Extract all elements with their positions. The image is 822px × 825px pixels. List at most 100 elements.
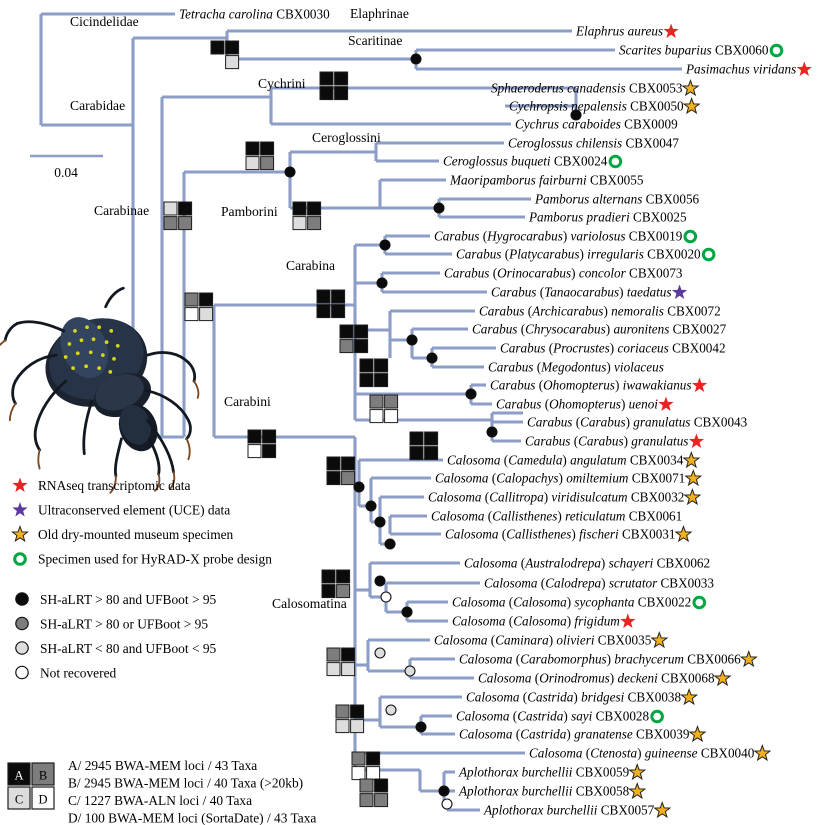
tip-t10: Maoripamborus fairburni CBX0055	[449, 173, 644, 188]
tip-t17: Carabus (Archicarabus) nemoralis CBX0072	[479, 304, 721, 319]
gold-star-icon	[684, 469, 703, 487]
gold-star-icon	[628, 782, 647, 800]
tip-label: Scarites buparius CBX0060	[619, 43, 769, 58]
matrix-cell	[350, 719, 365, 734]
tip-label: Calosoma (Carabomorphus) brachycerum CBX…	[459, 652, 741, 667]
tip-t30: Calosoma (Australodrepa) schayeri CBX006…	[464, 556, 710, 571]
matrix-carabini	[247, 429, 277, 459]
tip-label: Carabus (Chrysocarabus) auronitens CBX00…	[472, 322, 727, 337]
tip-t29: Calosoma (Callisthenes) fischeri CBX0031	[445, 525, 693, 543]
tip-label: Carabus (Ohomopterus) uenoi	[496, 397, 658, 412]
tip-label: Sphaeroderus canadensis CBX0053	[491, 81, 683, 96]
scale-bar: 0.04	[30, 154, 103, 180]
legend-marker-item: RNAseq transcriptomic data	[12, 477, 191, 493]
tip-label: Aplothorax burchellii CBX0058	[458, 784, 630, 799]
legend-matrix-line: B/ 2945 BWA-MEM loci / 40 Taxa (>20kb)	[68, 776, 303, 791]
legend-support-label: SH-aLRT > 80 or UFBoot > 95	[40, 617, 208, 632]
tip-label: Elaphrus aureus	[575, 24, 663, 39]
clade-labels: CicindelidaeCarabidaeElaphrinaeScaritina…	[70, 6, 409, 611]
tip-label: Cychrus caraboides CBX0009	[515, 117, 678, 132]
matrix-cell	[184, 292, 199, 307]
gold-star-icon	[653, 801, 672, 819]
legend-support-label: SH-aLRT > 80 and UFBoot > 95	[40, 592, 217, 607]
gold-star-icon	[682, 97, 701, 115]
clade-label-ceroglossini: Ceroglossini	[312, 130, 381, 145]
tip-label: Aplothorax burchellii CBX0057	[483, 803, 655, 818]
matrix-cell	[409, 431, 424, 446]
matrix-cell	[319, 71, 334, 86]
tip-t24: Carabus (Carabus) granulatus	[525, 433, 705, 449]
gold-star-icon	[674, 525, 693, 543]
gold-star-icon	[10, 525, 30, 543]
support-node	[465, 388, 477, 400]
tip-t14: Carabus (Platycarabus) irregularis CBX00…	[456, 247, 716, 262]
tip-label: Calosoma (Australodrepa) schayeri CBX006…	[464, 556, 710, 571]
support-node	[384, 538, 396, 550]
matrix-cell	[374, 778, 389, 793]
tip-label: Carabus (Archicarabus) nemoralis CBX0072	[479, 304, 721, 319]
support-node	[379, 239, 391, 251]
matrix-cell	[262, 429, 277, 444]
tip-label: Calosoma (Camedula) angulatum CBX0034	[447, 453, 684, 468]
purple-star-icon	[671, 284, 688, 299]
legend-matrix-line: D/ 100 BWA-MEM loci (SortaDate) / 43 Tax…	[68, 811, 316, 825]
purple-star-icon	[12, 502, 28, 517]
tip-label: Carabus (Ohomopterus) iwawakianus	[490, 378, 692, 393]
clade-label-carabina: Carabina	[286, 258, 335, 273]
tip-label: Calosoma (Callisthenes) fischeri CBX0031	[445, 527, 675, 542]
legend-matrix-letter: B	[39, 768, 47, 782]
tip-label: Calosoma (Caminara) olivieri CBX0035	[434, 633, 652, 648]
matrix-cell	[339, 324, 354, 339]
tip-t42: Aplothorax burchellii CBX0058	[458, 782, 647, 800]
legend-support: SH-aLRT > 80 and UFBoot > 95 SH-aLRT > 80…	[15, 592, 217, 681]
tip-label: Pamborus alternans CBX0056	[534, 192, 700, 207]
support-node	[353, 481, 365, 493]
green-circle-icon	[692, 595, 707, 610]
matrix-cell	[351, 751, 366, 766]
tip-label: Carabus (Procrustes) coriaceus CBX0042	[500, 341, 726, 356]
matrix-cell	[262, 444, 277, 459]
legend-support-item: Not recovered	[15, 666, 117, 681]
red-star-icon	[658, 396, 674, 411]
matrix-cell	[321, 569, 336, 584]
tip-label: Pamborus pradieri CBX0025	[528, 210, 687, 225]
matrix-calosoma5	[351, 751, 381, 781]
tip-t43: Aplothorax burchellii CBX0057	[483, 801, 672, 819]
legend-matrix-box	[7, 786, 31, 810]
red-star-icon	[663, 23, 679, 38]
matrix-calosoma3	[326, 647, 356, 677]
matrix-carabus	[409, 431, 439, 461]
matrix-cell	[354, 339, 369, 354]
tip-t4: Pasimachus viridans	[685, 61, 812, 77]
matrix-cell	[331, 289, 346, 304]
matrix-cell	[247, 444, 262, 459]
matrix-cell	[326, 647, 341, 662]
tip-label: Calosoma (Castrida) granatense CBX0039	[459, 727, 690, 742]
legend-support-label: Not recovered	[40, 666, 117, 681]
tip-t31: Calosoma (Calodrepa) scrutator CBX0033	[484, 576, 714, 591]
tip-label: Calosoma (Calopachys) omiltemium CBX0071	[435, 471, 685, 486]
tip-t38: Calosoma (Castrida) sayi CBX0028	[456, 709, 664, 724]
tip-t32: Calosoma (Calosoma) sycophanta CBX0022	[452, 595, 707, 610]
legend-marker-label: RNAseq transcriptomic data	[38, 478, 191, 493]
gold-star-icon	[753, 744, 772, 762]
matrix-cell	[326, 471, 341, 486]
matrix-cell	[374, 373, 389, 388]
matrix-cell	[247, 429, 262, 444]
legend-matrix-cell-A: A	[7, 762, 31, 786]
matrix-cell	[341, 471, 356, 486]
clade-label-scaritinae: Scaritinae	[348, 33, 402, 48]
tip-label: Calosoma (Calodrepa) scrutator CBX0033	[484, 576, 714, 591]
tip-label: Calosoma (Callitropa) viridisulcatum CBX…	[428, 490, 684, 505]
support-node	[415, 721, 427, 733]
tip-t16: Carabus (Tanaocarabus) taedatus	[491, 284, 688, 300]
tip-label: Ceroglossus chilensis CBX0047	[508, 136, 679, 151]
matrix-calosoma2	[321, 569, 351, 599]
matrix-cell	[336, 569, 351, 584]
tip-label: Carabus (Platycarabus) irregularis CBX00…	[456, 247, 701, 262]
matrix-cell	[369, 409, 384, 424]
